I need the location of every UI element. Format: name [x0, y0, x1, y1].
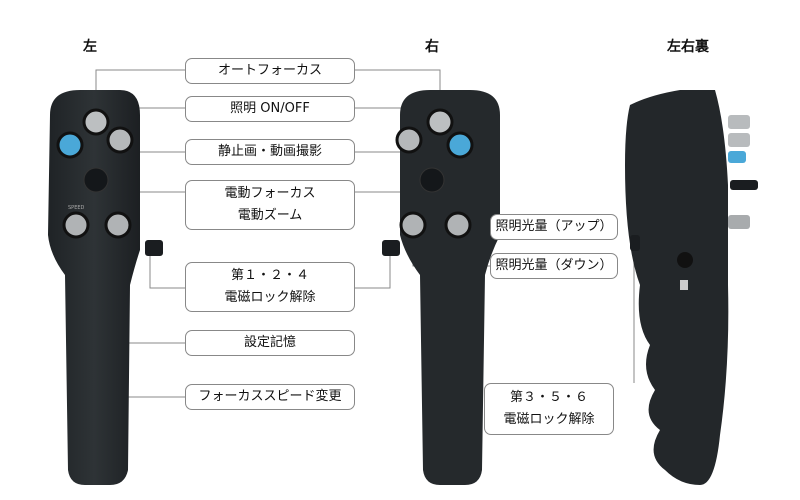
label-text: 電磁ロック解除 [224, 290, 316, 305]
controller-side [625, 90, 758, 485]
label-text: 照明 ON/OFF [230, 101, 310, 116]
joystick[interactable] [83, 167, 109, 193]
label-light-down: 照明光量（ダウン） [490, 253, 618, 279]
label-autofocus: オートフォーカス [185, 58, 355, 84]
light-toggle-button[interactable] [106, 126, 134, 154]
label-text: 照明光量（ダウン） [495, 258, 613, 273]
label-text: 設定記憶 [243, 335, 296, 350]
label-capture: 静止画・動画撮影 [185, 139, 355, 165]
light-down-button[interactable] [399, 211, 427, 239]
controller-right [382, 90, 500, 485]
label-focus-speed: フォーカススピード変更 [185, 384, 355, 410]
autofocus-button[interactable] [426, 108, 454, 136]
joystick[interactable] [419, 167, 445, 193]
label-memory: 設定記憶 [185, 330, 355, 356]
label-light-up: 照明光量（アップ） [490, 214, 618, 240]
label-text: 電動フォーカス [224, 186, 316, 201]
light-up-button[interactable] [444, 211, 472, 239]
capture-button[interactable] [56, 131, 84, 159]
label-text: オートフォーカス [217, 63, 322, 78]
memory-button[interactable] [104, 211, 132, 239]
label-text: フォーカススピード変更 [198, 389, 342, 404]
capture-button[interactable] [446, 131, 474, 159]
label-text: 第３・５・６ [509, 390, 588, 405]
label-unlock-356: 第３・５・６ 電磁ロック解除 [484, 383, 614, 435]
heading-left: 左 [83, 39, 97, 55]
label-text: 電磁ロック解除 [503, 412, 595, 427]
label-text: 照明光量（アップ） [495, 219, 613, 234]
label-text: 電動ズーム [237, 208, 303, 223]
label-motor-focus-zoom: 電動フォーカス 電動ズーム [185, 180, 355, 230]
heading-back: 左右裏 [667, 39, 709, 55]
label-light-toggle: 照明 ON/OFF [185, 96, 355, 122]
light-toggle-button[interactable] [395, 126, 423, 154]
label-unlock-124: 第１・２・４ 電磁ロック解除 [185, 262, 355, 312]
label-text: 静止画・動画撮影 [217, 144, 322, 159]
speed-mark: SPEED [68, 205, 85, 211]
controller-left: SPEED [48, 90, 163, 485]
autofocus-button[interactable] [82, 108, 110, 136]
heading-right: 右 [425, 39, 439, 55]
label-text: 第１・２・４ [230, 268, 309, 283]
speed-button[interactable] [62, 211, 90, 239]
